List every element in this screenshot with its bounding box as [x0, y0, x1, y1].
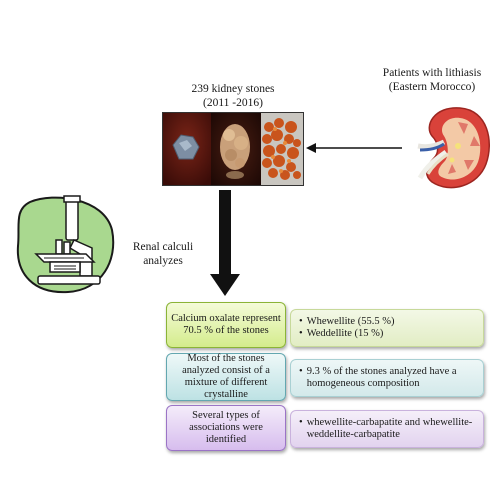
finding-summary: Several types of associations were ident…: [166, 405, 286, 451]
detail-text: Weddellite (15 %): [306, 328, 384, 339]
analysis-line2: analyzes: [143, 255, 183, 267]
stones-title-line1: 239 kidney stones: [191, 83, 275, 95]
analysis-label: Renal calculi analyzes: [122, 240, 204, 268]
arrow-down-icon: [210, 190, 240, 296]
detail-item: •whewellite-carbapatite and whewellite-w…: [299, 417, 477, 441]
microscope-icon: [16, 195, 115, 294]
detail-item: •9.3 % of the stones analyzed have a hom…: [299, 366, 477, 390]
finding-summary: Calcium oxalate represent 70.5 % of the …: [166, 302, 286, 348]
patients-line1: Patients with lithiasis: [382, 67, 482, 79]
detail-item: •Weddellite (15 %): [299, 328, 384, 339]
detail-text: 9.3 % of the stones analyzed have a homo…: [306, 366, 457, 389]
stones-title: 239 kidney stones (2011 -2016): [158, 82, 308, 110]
kidney-stone-photo: [162, 112, 304, 186]
patients-line2: (Eastern Morocco): [388, 81, 476, 93]
finding-details: •Whewellite (55.5 %) •Weddellite (15 %): [290, 309, 484, 347]
analysis-line1: Renal calculi: [132, 241, 194, 253]
stones-title-line2: (2011 -2016): [203, 97, 263, 109]
detail-text: Whewellite (55.5 %): [306, 316, 395, 327]
detail-text: whewellite-carbapatite and whewellite-we…: [306, 417, 473, 440]
finding-summary: Most of the stones analyzed consist of a…: [166, 353, 286, 401]
patients-title: Patients with lithiasis (Eastern Morocco…: [372, 66, 492, 94]
kidney-cross-section-icon: [417, 107, 490, 189]
finding-details: •9.3 % of the stones analyzed have a hom…: [290, 359, 484, 397]
detail-item: •Whewellite (55.5 %): [299, 316, 395, 327]
stone-photos-graphic: [163, 113, 303, 185]
arrow-left-icon: [306, 143, 402, 153]
finding-details: •whewellite-carbapatite and whewellite-w…: [290, 410, 484, 448]
